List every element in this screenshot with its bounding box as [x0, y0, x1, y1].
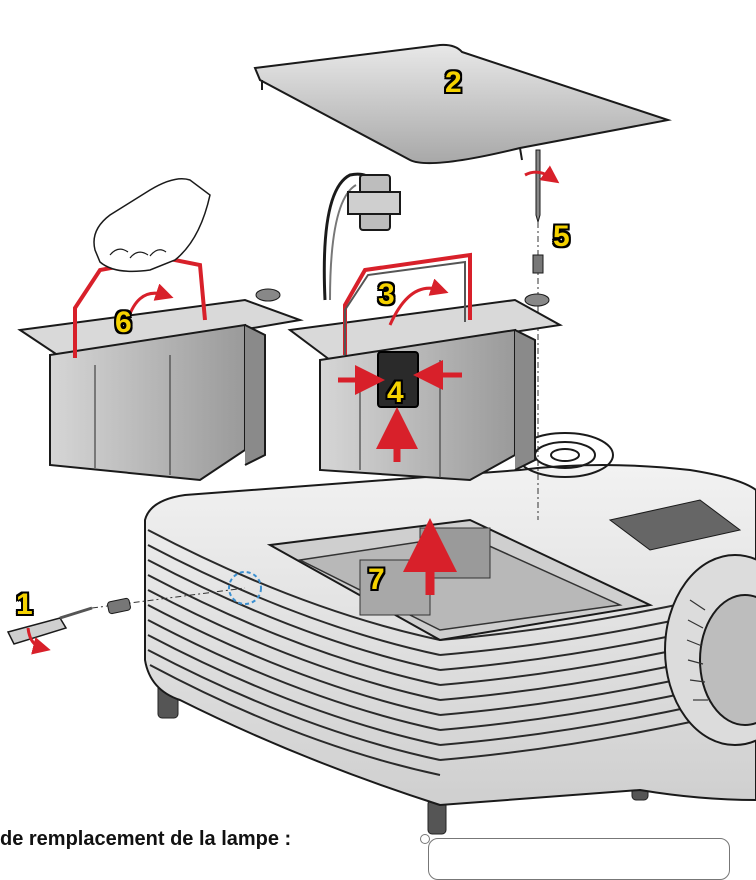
step-3-label: 3 — [378, 278, 395, 311]
lamp-module-left — [17, 178, 304, 482]
step-5-label: 5 — [553, 220, 570, 253]
connector-plug — [322, 172, 401, 301]
projector-body — [144, 432, 756, 835]
step-7-label: 7 — [368, 563, 385, 596]
screwdriver-1 — [6, 587, 246, 655]
screwdriver-5 — [524, 149, 560, 520]
lamp-module-center — [287, 252, 564, 482]
step-6-label: 6 — [115, 306, 132, 339]
note-box — [428, 838, 730, 880]
step-1-label: 1 — [16, 588, 33, 621]
lamp-replacement-diagram — [6, 43, 756, 835]
step-4-label: 4 — [387, 376, 404, 409]
lamp-cover — [253, 43, 672, 165]
step-2-label: 2 — [445, 66, 462, 99]
procedure-caption: de remplacement de la lampe : — [0, 828, 292, 850]
note-connector-dot — [420, 834, 430, 844]
